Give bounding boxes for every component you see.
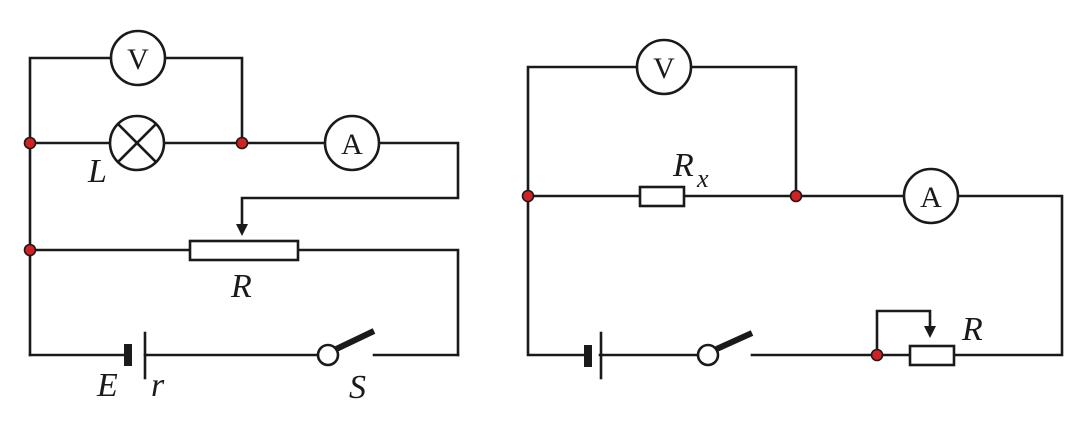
right-ammeter-label: A (920, 181, 942, 214)
left-lamp: L (87, 114, 166, 190)
right-circuit: V R x A R (521, 38, 1064, 380)
left-junction-nodes (23, 136, 249, 257)
right-switch (696, 330, 754, 367)
left-ammeter: A (323, 114, 381, 172)
right-resistor-label: R (672, 147, 694, 184)
right-ammeter: A (902, 167, 960, 225)
right-resistor-subscript: x (696, 164, 709, 193)
left-rheostat: R (188, 224, 300, 305)
left-wires (28, 56, 460, 357)
left-voltmeter: V (109, 29, 167, 87)
right-junction-nodes (521, 189, 884, 362)
left-switch-label: S (349, 369, 366, 406)
left-rheostat-label: R (230, 268, 252, 305)
right-battery (584, 331, 603, 380)
left-battery: E r (96, 331, 165, 404)
right-rheostat-label: R (961, 311, 983, 348)
left-ammeter-label: A (341, 128, 363, 161)
right-voltmeter: V (635, 38, 693, 96)
left-battery-internal-label: r (151, 367, 165, 404)
left-lamp-label: L (87, 153, 107, 190)
right-rheostat: R (908, 311, 983, 367)
left-voltmeter-label: V (127, 43, 149, 76)
left-circuit: V L A R E r S (23, 29, 460, 406)
right-resistor-rx: R x (638, 147, 709, 208)
left-battery-emf-label: E (96, 367, 118, 404)
left-switch: S (316, 328, 376, 406)
right-voltmeter-label: V (653, 52, 675, 85)
